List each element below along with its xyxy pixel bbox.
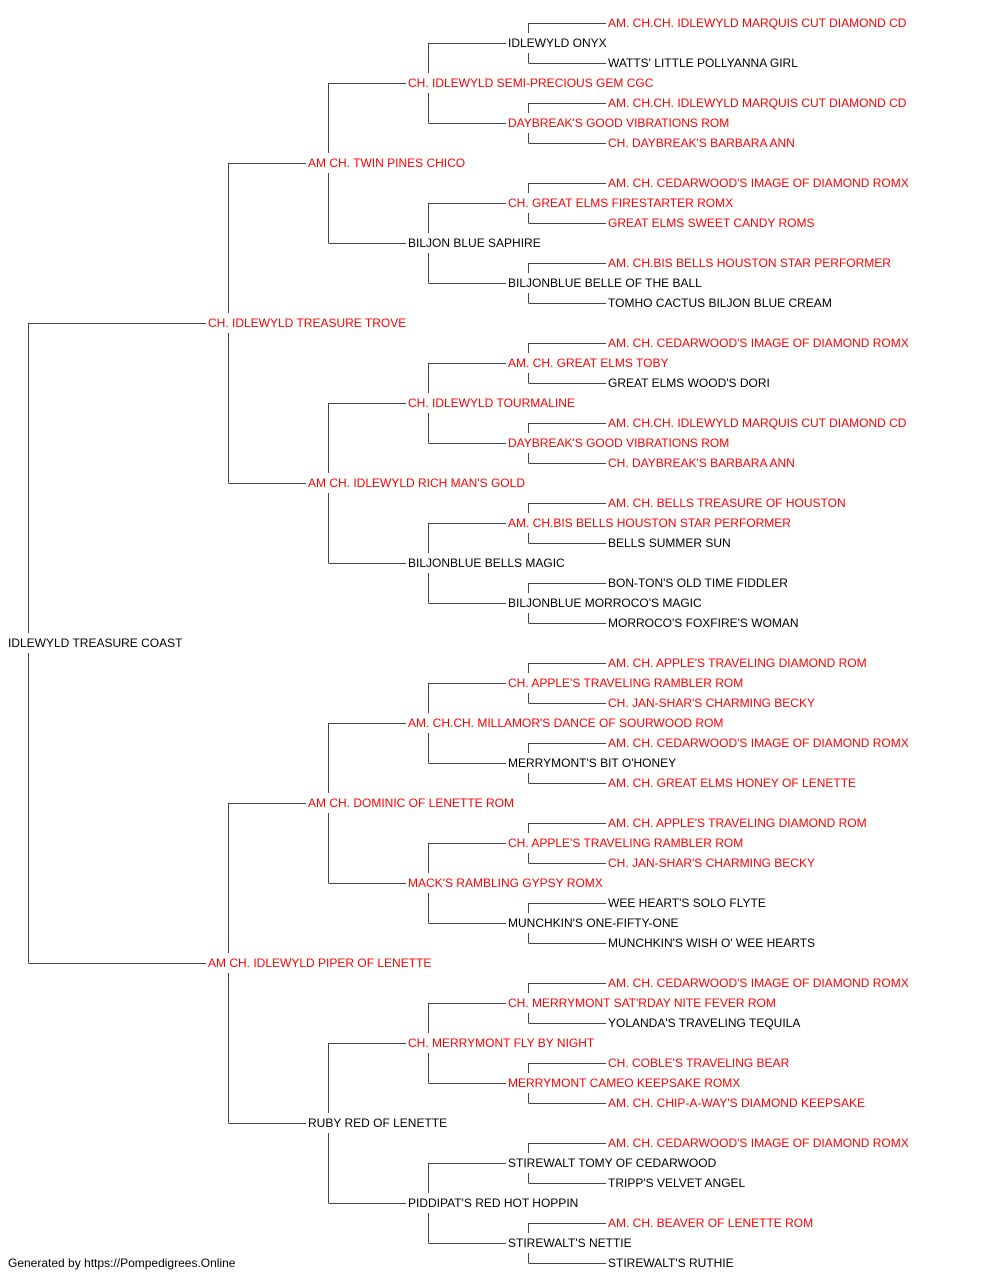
ancestor-name: MACK'S RAMBLING GYPSY ROMX: [408, 876, 603, 890]
ancestor-name: BILJON BLUE SAPHIRE: [408, 236, 541, 250]
ancestor-name: AM. CH. APPLE'S TRAVELING DIAMOND ROM: [608, 656, 867, 670]
ancestor-name: MERRYMONT'S BIT O'HONEY: [508, 756, 676, 770]
ancestor-name: CH. IDLEWYLD SEMI-PRECIOUS GEM CGC: [408, 76, 654, 90]
ancestor-name: MORROCO'S FOXFIRE'S WOMAN: [608, 616, 799, 630]
ancestor-name: AM. CH.CH. MILLAMOR'S DANCE OF SOURWOOD …: [408, 716, 723, 730]
ancestor-name: CH. MERRYMONT FLY BY NIGHT: [408, 1036, 595, 1050]
ancestor-name: STIREWALT'S RUTHIE: [608, 1256, 734, 1270]
ancestor-name: AM. CH. CEDARWOOD'S IMAGE OF DIAMOND ROM…: [608, 336, 909, 350]
ancestor-name: CH. MERRYMONT SAT'RDAY NITE FEVER ROM: [508, 996, 776, 1010]
ancestor-name: BILJONBLUE BELLE OF THE BALL: [508, 276, 702, 290]
ancestor-name: GREAT ELMS SWEET CANDY ROMS: [608, 216, 814, 230]
ancestor-name: IDLEWYLD ONYX: [508, 36, 607, 50]
ancestor-name: DAYBREAK'S GOOD VIBRATIONS ROM: [508, 116, 729, 130]
ancestor-name: AM. CH.CH. IDLEWYLD MARQUIS CUT DIAMOND …: [608, 416, 907, 430]
ancestor-name: AM. CH. CEDARWOOD'S IMAGE OF DIAMOND ROM…: [608, 736, 909, 750]
ancestor-name: CH. JAN-SHAR'S CHARMING BECKY: [608, 856, 815, 870]
ancestor-name: AM CH. IDLEWYLD PIPER OF LENETTE: [208, 956, 431, 970]
ancestor-name: AM. CH. BEAVER OF LENETTE ROM: [608, 1216, 813, 1230]
ancestor-name: AM. CH.BIS BELLS HOUSTON STAR PERFORMER: [508, 516, 791, 530]
ancestor-name: AM. CH. CHIP-A-WAY'S DIAMOND KEEPSAKE: [608, 1096, 865, 1110]
ancestor-name: WATTS' LITTLE POLLYANNA GIRL: [608, 56, 798, 70]
ancestor-name: STIREWALT'S NETTIE: [508, 1236, 632, 1250]
ancestor-name: CH. JAN-SHAR'S CHARMING BECKY: [608, 696, 815, 710]
ancestor-name: BON-TON'S OLD TIME FIDDLER: [608, 576, 788, 590]
ancestor-name: AM CH. DOMINIC OF LENETTE ROM: [308, 796, 514, 810]
ancestor-name: MUNCHKIN'S ONE-FIFTY-ONE: [508, 916, 679, 930]
ancestor-name: AM. CH. GREAT ELMS HONEY OF LENETTE: [608, 776, 856, 790]
ancestor-name: AM CH. IDLEWYLD RICH MAN'S GOLD: [308, 476, 525, 490]
ancestor-name: AM. CH.BIS BELLS HOUSTON STAR PERFORMER: [608, 256, 891, 270]
ancestor-name: CH. DAYBREAK'S BARBARA ANN: [608, 456, 795, 470]
ancestor-name: CH. IDLEWYLD TOURMALINE: [408, 396, 575, 410]
ancestor-name: TRIPP'S VELVET ANGEL: [608, 1176, 746, 1190]
ancestor-name: AM. CH. BELLS TREASURE OF HOUSTON: [608, 496, 846, 510]
ancestor-name: YOLANDA'S TRAVELING TEQUILA: [608, 1016, 800, 1030]
ancestor-name: AM. CH. CEDARWOOD'S IMAGE OF DIAMOND ROM…: [608, 1136, 909, 1150]
ancestor-name: AM. CH.CH. IDLEWYLD MARQUIS CUT DIAMOND …: [608, 96, 907, 110]
ancestor-name: BILJONBLUE MORROCO'S MAGIC: [508, 596, 702, 610]
ancestor-name: RUBY RED OF LENETTE: [308, 1116, 447, 1130]
ancestor-name: BELLS SUMMER SUN: [608, 536, 731, 550]
ancestor-name: BILJONBLUE BELLS MAGIC: [408, 556, 565, 570]
ancestor-name: AM. CH. CEDARWOOD'S IMAGE OF DIAMOND ROM…: [608, 176, 909, 190]
footer-credit: Generated by https://Pompedigrees.Online: [8, 1256, 236, 1270]
ancestor-name: CH. IDLEWYLD TREASURE TROVE: [208, 316, 406, 330]
ancestor-name: PIDDIPAT'S RED HOT HOPPIN: [408, 1196, 578, 1210]
ancestor-name: CH. COBLE'S TRAVELING BEAR: [608, 1056, 790, 1070]
ancestor-name: AM. CH. GREAT ELMS TOBY: [508, 356, 668, 370]
ancestor-name: CH. APPLE'S TRAVELING RAMBLER ROM: [508, 676, 743, 690]
ancestor-name: AM. CH.CH. IDLEWYLD MARQUIS CUT DIAMOND …: [608, 16, 907, 30]
subject-dog-name: IDLEWYLD TREASURE COAST: [8, 636, 183, 650]
ancestor-name: MERRYMONT CAMEO KEEPSAKE ROMX: [508, 1076, 740, 1090]
ancestor-name: DAYBREAK'S GOOD VIBRATIONS ROM: [508, 436, 729, 450]
ancestor-name: AM CH. TWIN PINES CHICO: [308, 156, 465, 170]
ancestor-name: TOMHO CACTUS BILJON BLUE CREAM: [608, 296, 832, 310]
ancestor-name: WEE HEART'S SOLO FLYTE: [608, 896, 766, 910]
ancestor-name: STIREWALT TOMY OF CEDARWOOD: [508, 1156, 717, 1170]
ancestor-name: AM. CH. APPLE'S TRAVELING DIAMOND ROM: [608, 816, 867, 830]
ancestor-name: CH. DAYBREAK'S BARBARA ANN: [608, 136, 795, 150]
ancestor-name: CH. GREAT ELMS FIRESTARTER ROMX: [508, 196, 733, 210]
ancestor-name: MUNCHKIN'S WISH O' WEE HEARTS: [608, 936, 815, 950]
ancestor-name: AM. CH. CEDARWOOD'S IMAGE OF DIAMOND ROM…: [608, 976, 909, 990]
ancestor-name: GREAT ELMS WOOD'S DORI: [608, 376, 770, 390]
ancestor-name: CH. APPLE'S TRAVELING RAMBLER ROM: [508, 836, 743, 850]
